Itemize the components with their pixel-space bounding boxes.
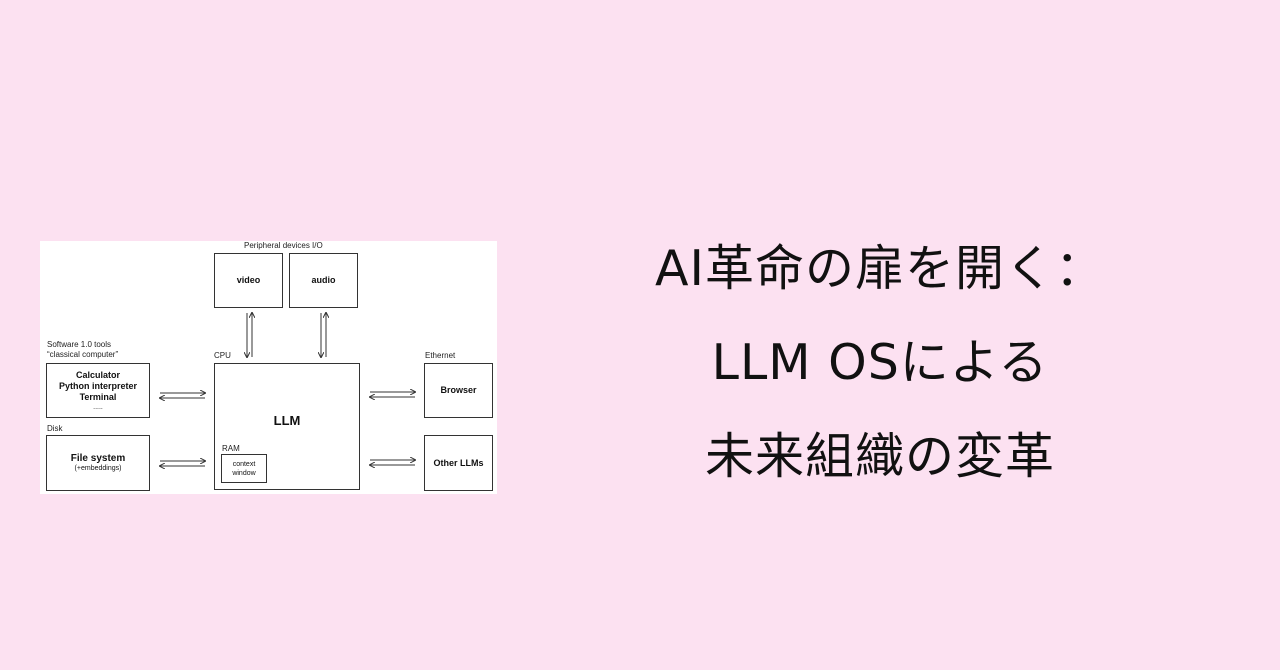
llm-box: LLM [214, 363, 360, 490]
llm-label: LLM [273, 413, 301, 428]
other-llms-box: Other LLMs [424, 435, 493, 491]
tool-terminal: Terminal [79, 391, 117, 402]
file-system-box: File system (+embeddings) [46, 435, 150, 491]
tool-ellipsis: ..... [93, 403, 103, 411]
audio-box: audio [289, 253, 358, 308]
headline-line-2: LLM OSによる [711, 334, 1049, 391]
llm-os-diagram: Peripheral devices I/O video audio Softw… [40, 241, 497, 494]
context-label: context [232, 460, 256, 468]
cpu-label: CPU [214, 351, 231, 360]
tool-python-interpreter: Python interpreter [58, 380, 137, 391]
window-label: window [232, 469, 256, 477]
context-window-box: context window [221, 454, 267, 483]
disk-label: Disk [47, 424, 63, 433]
video-label: video [236, 275, 261, 285]
other-llms-label: Other LLMs [433, 457, 484, 468]
software-tools-box: Calculator Python interpreter Terminal .… [46, 363, 150, 418]
embeddings-label: (+embeddings) [74, 465, 122, 472]
peripheral-label: Peripheral devices I/O [244, 241, 323, 250]
video-box: video [214, 253, 283, 308]
headline-line-1: AI革命の扉を開く： [655, 240, 1105, 297]
software-label-1: Software 1.0 tools [47, 340, 112, 349]
audio-label: audio [311, 275, 336, 285]
file-system-label: File system [70, 453, 126, 464]
browser-box: Browser [424, 363, 493, 418]
connector-arrows [40, 241, 497, 494]
software-label-2: “classical computer” [47, 350, 119, 359]
ram-label: RAM [222, 444, 240, 453]
tool-calculator: Calculator [75, 369, 120, 380]
ethernet-label: Ethernet [425, 351, 456, 360]
browser-label: Browser [440, 385, 477, 395]
headline: AI革命の扉を開く： LLM OSによる 未来組織の変革 [520, 222, 1240, 504]
headline-line-3: 未来組織の変革 [704, 428, 1055, 485]
